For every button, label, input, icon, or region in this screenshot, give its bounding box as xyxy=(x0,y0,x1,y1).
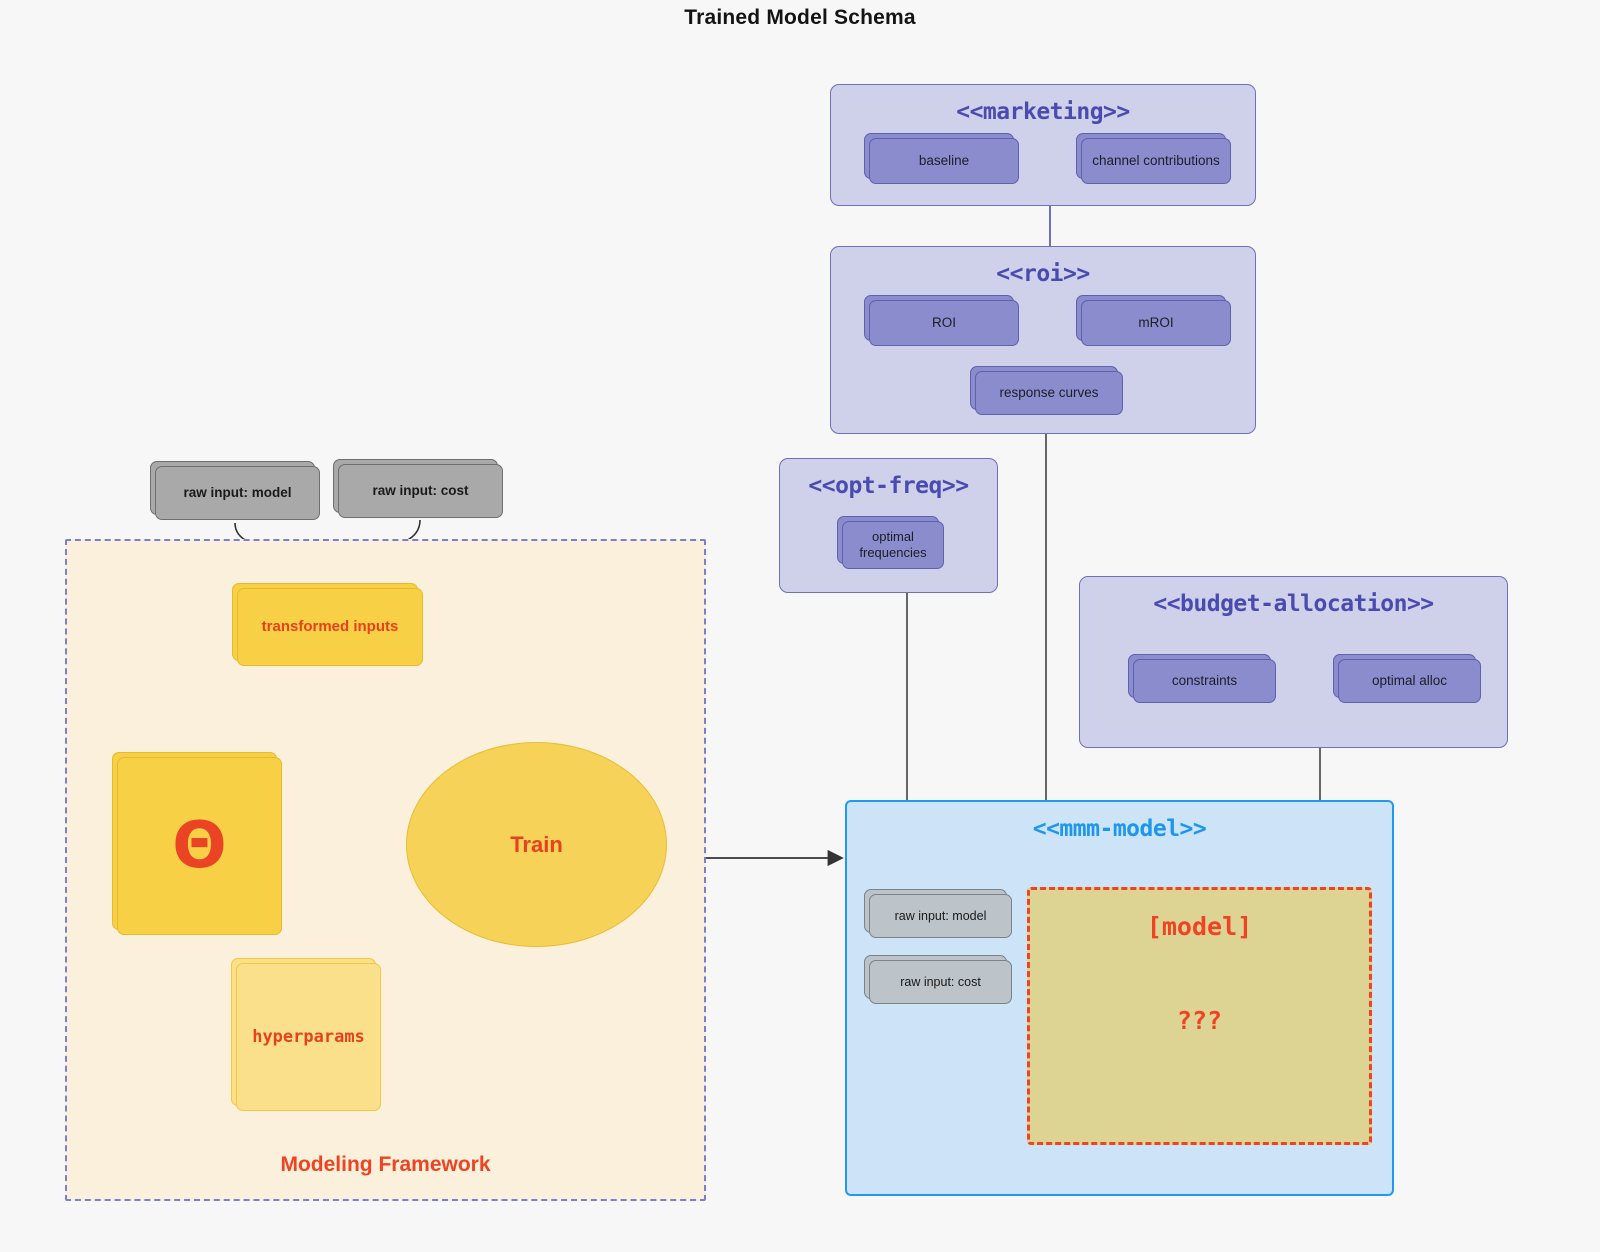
node-hyperparams[interactable]: hyperparams xyxy=(231,958,381,1111)
node-roi-label: ROI xyxy=(869,300,1019,346)
node-theta-face: Θ xyxy=(117,757,282,935)
node-optimal-alloc-label: optimal alloc xyxy=(1338,659,1481,703)
package-budget-allocation[interactable]: <<budget-allocation>> constraints optima… xyxy=(1079,576,1508,748)
package-title-mmm-model: <<mmm-model>> xyxy=(1032,816,1207,842)
node-channel-contributions[interactable]: channel contributions xyxy=(1076,133,1231,184)
package-title-marketing: <<marketing>> xyxy=(956,99,1130,125)
node-optimal-frequencies[interactable]: optimal frequencies xyxy=(837,516,944,569)
node-mmm-raw-input-cost-label: raw input: cost xyxy=(869,960,1012,1004)
optimal-frequencies-line2: frequencies xyxy=(859,545,927,560)
node-response-curves[interactable]: response curves xyxy=(970,366,1123,415)
node-mmm-raw-input-model-label: raw input: model xyxy=(869,894,1012,938)
node-channel-contributions-label: channel contributions xyxy=(1081,138,1231,184)
package-title-budget-allocation: <<budget-allocation>> xyxy=(1153,591,1434,617)
node-baseline[interactable]: baseline xyxy=(864,133,1019,184)
node-raw-input-model[interactable]: raw input: model xyxy=(150,461,320,520)
modeling-framework-label: Modeling Framework xyxy=(280,1153,491,1176)
node-train-label: Train xyxy=(510,831,563,857)
node-mroi-label: mROI xyxy=(1081,300,1231,346)
package-roi[interactable]: <<roi>> ROI mROI response curves xyxy=(830,246,1256,434)
package-opt-freq[interactable]: <<opt-freq>> optimal frequencies xyxy=(779,458,998,593)
package-mmm-model[interactable]: <<mmm-model>> raw input: model raw input… xyxy=(845,800,1394,1196)
model-region-primary-label: [model] xyxy=(1146,912,1253,941)
package-title-opt-freq: <<opt-freq>> xyxy=(808,473,969,499)
package-title-roi: <<roi>> xyxy=(996,261,1090,287)
page-title: Trained Model Schema xyxy=(684,6,916,29)
node-constraints[interactable]: constraints xyxy=(1128,654,1276,703)
node-optimal-alloc[interactable]: optimal alloc xyxy=(1333,654,1481,703)
node-mmm-raw-input-cost[interactable]: raw input: cost xyxy=(864,955,1012,1004)
node-mmm-raw-input-model[interactable]: raw input: model xyxy=(864,889,1012,938)
node-transformed-inputs[interactable]: transformed inputs xyxy=(232,583,423,666)
model-region-secondary-label: ??? xyxy=(1176,1006,1223,1035)
node-theta[interactable]: Θ xyxy=(112,752,282,935)
package-marketing[interactable]: <<marketing>> baseline channel contribut… xyxy=(830,84,1256,206)
node-hyperparams-label: hyperparams xyxy=(236,963,381,1111)
node-train[interactable]: Train xyxy=(406,742,667,947)
optimal-frequencies-line1: optimal xyxy=(872,529,914,545)
model-region[interactable]: [model] ??? xyxy=(1027,887,1372,1145)
theta-icon: Θ xyxy=(172,809,227,883)
node-constraints-label: constraints xyxy=(1133,659,1276,703)
node-roi[interactable]: ROI xyxy=(864,295,1019,346)
node-raw-input-cost[interactable]: raw input: cost xyxy=(333,459,503,518)
node-raw-input-cost-label: raw input: cost xyxy=(338,464,503,518)
node-mroi[interactable]: mROI xyxy=(1076,295,1231,346)
node-response-curves-label: response curves xyxy=(975,371,1123,415)
node-optimal-frequencies-label: optimal frequencies xyxy=(842,521,944,569)
node-baseline-label: baseline xyxy=(869,138,1019,184)
node-transformed-inputs-label: transformed inputs xyxy=(237,588,423,666)
node-raw-input-model-label: raw input: model xyxy=(155,466,320,520)
